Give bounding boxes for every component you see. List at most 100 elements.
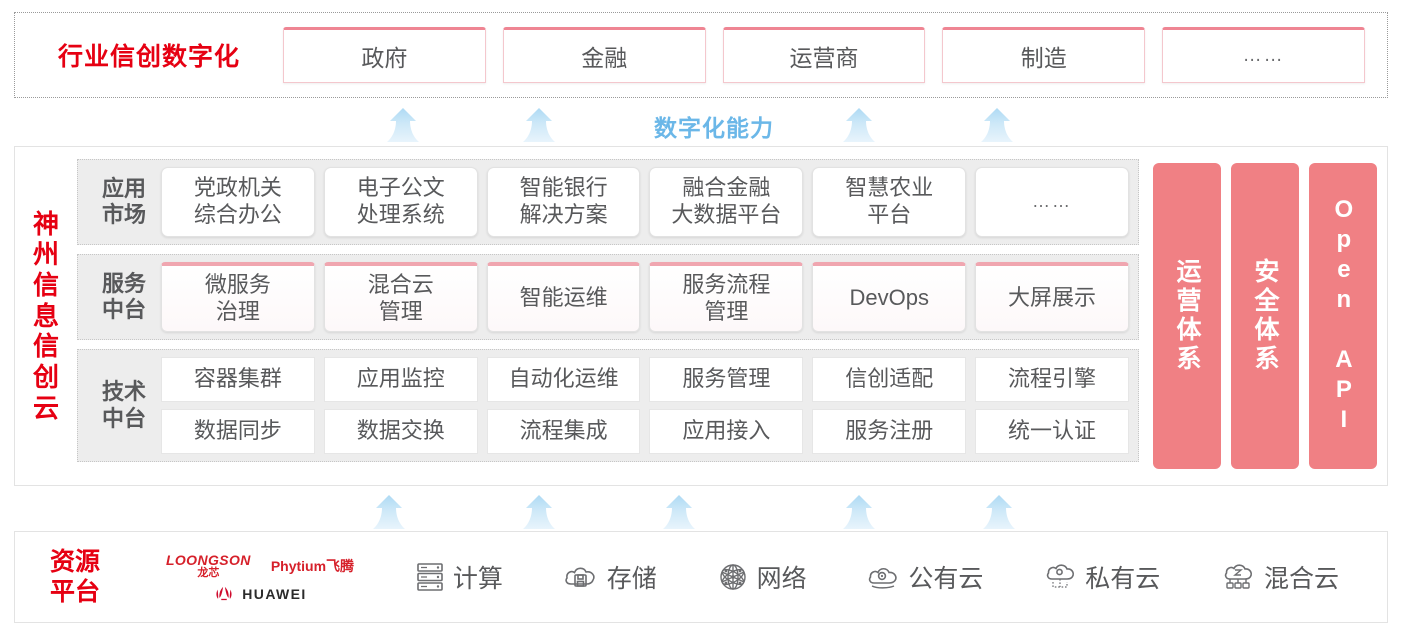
resource-item-label-2: 存储 xyxy=(606,565,657,593)
cloud-cell-1-4[interactable]: 融合金融大数据平台 xyxy=(649,167,804,237)
private-cloud-icon xyxy=(1043,562,1077,592)
resource-item-4[interactable]: 公有云 xyxy=(866,559,983,595)
cloud-cell-2-6[interactable]: 大屏展示 xyxy=(975,262,1129,332)
resource-band-title: 资源平台 xyxy=(49,548,100,606)
uplink-arrow-4 xyxy=(980,107,1014,143)
cloud-layer-cells-1: 党政机关综合办公电子公文处理系统智能银行解决方案融合金融大数据平台智慧农业平台…… xyxy=(161,167,1129,237)
resource-item-6[interactable]: 混合云 xyxy=(1220,559,1339,595)
resource-uplink-strip xyxy=(14,490,1388,530)
cloud-cell-3-2-6[interactable]: 统一认证 xyxy=(975,409,1129,454)
industry-box-list: 政府金融运营商制造 …… xyxy=(283,27,1387,83)
cloud-cell-3-1-6[interactable]: 流程引擎 xyxy=(975,357,1129,402)
uplink-arrow-4 xyxy=(842,494,876,530)
uplink-arrow-3 xyxy=(842,107,876,143)
digital-capability-label: 数字化能力 xyxy=(654,115,774,141)
cloud-cell-row-2: 数据同步数据交换流程集成应用接入服务注册统一认证 xyxy=(161,409,1129,454)
industry-band: 行业信创数字化 政府金融运营商制造 …… xyxy=(14,12,1388,98)
uplink-arrow-2 xyxy=(522,494,556,530)
side-bar-3[interactable]: Open API xyxy=(1309,163,1377,469)
server-icon xyxy=(415,561,445,593)
cloud-title-char-6: 创 xyxy=(32,362,59,392)
industry-band-title: 行业信创数字化 xyxy=(57,43,240,71)
industry-box-4[interactable]: 制造 xyxy=(942,27,1146,83)
cloud-platform-title: 神州信息信创云 xyxy=(15,147,77,485)
cloud-layer-3: 技术中台容器集群应用监控自动化运维服务管理信创适配流程引擎数据同步数据交换流程集… xyxy=(77,349,1139,462)
cloud-cell-2-1[interactable]: 微服务治理 xyxy=(161,262,315,332)
cloud-cell-3-2-4[interactable]: 应用接入 xyxy=(649,409,804,454)
cloud-layer-label-3: 技术中台 xyxy=(101,379,146,431)
cloud-cell-3-1-2[interactable]: 应用监控 xyxy=(323,357,478,402)
cloud-title-char-7: 云 xyxy=(32,392,59,423)
resource-item-2[interactable]: 存储 xyxy=(563,559,657,595)
storage-cloud-icon xyxy=(563,562,599,592)
resource-item-1[interactable]: 计算 xyxy=(415,559,503,595)
industry-box-1[interactable]: 政府 xyxy=(283,27,486,83)
cloud-cell-1-1[interactable]: 党政机关综合办公 xyxy=(161,167,315,237)
cloud-cell-3-2-3[interactable]: 流程集成 xyxy=(486,409,641,454)
cloud-cell-2-3[interactable]: 智能运维 xyxy=(486,262,641,332)
resource-item-label-1: 计算 xyxy=(452,565,503,593)
cloud-title-char-5: 信 xyxy=(32,331,59,362)
resource-item-label-4: 公有云 xyxy=(908,565,984,593)
cloud-layer-list: 应用市场党政机关综合办公电子公文处理系统智能银行解决方案融合金融大数据平台智慧农… xyxy=(77,159,1139,473)
cloud-title-char-2: 州 xyxy=(32,239,59,270)
cloud-cell-1-3[interactable]: 智能银行解决方案 xyxy=(486,167,641,237)
cloud-cell-1-6[interactable]: …… xyxy=(975,167,1129,237)
digital-capability-strip: 数字化能力 xyxy=(14,103,1388,143)
cloud-layer-label-1: 应用市场 xyxy=(101,175,146,227)
logo-phytium: Phytium飞腾 xyxy=(270,557,355,574)
cloud-cell-3-2-5[interactable]: 服务注册 xyxy=(812,409,967,454)
cloud-cell-1-5[interactable]: 智慧农业平台 xyxy=(812,167,967,237)
cloud-cell-3-1-4[interactable]: 服务管理 xyxy=(649,357,804,402)
cloud-cell-2-4[interactable]: 服务流程管理 xyxy=(649,262,804,332)
cloud-cell-2-2[interactable]: 混合云管理 xyxy=(323,262,478,332)
cloud-cell-1-2[interactable]: 电子公文处理系统 xyxy=(323,167,478,237)
network-mesh-icon xyxy=(717,561,749,593)
uplink-arrow-3 xyxy=(662,494,696,530)
cloud-title-char-3: 信 xyxy=(32,269,59,300)
cloud-cell-3-2-2[interactable]: 数据交换 xyxy=(323,409,478,454)
public-cloud-icon xyxy=(866,563,900,591)
cloud-cell-3-1-1[interactable]: 容器集群 xyxy=(161,357,315,402)
industry-box-5[interactable]: …… xyxy=(1162,27,1365,83)
resource-item-list: 计算 存储 网络 公有云 私有云 混合云 xyxy=(385,559,1387,595)
side-bar-label-3: Open API xyxy=(1330,196,1358,436)
cloud-cell-3-1-5[interactable]: 信创适配 xyxy=(812,357,967,402)
resource-item-label-5: 私有云 xyxy=(1085,565,1161,593)
logo-loongson-en: LOONGSON xyxy=(165,551,251,568)
side-bar-label-2: 安全体系 xyxy=(1251,258,1279,374)
huawei-flower-icon xyxy=(213,586,235,602)
side-bar-list: 运营体系 安全体系 Open API xyxy=(1149,159,1377,473)
cloud-title-char-1: 神 xyxy=(32,208,59,239)
resource-item-label-3: 网络 xyxy=(756,565,807,593)
cloud-platform-container: 神州信息信创云 应用市场党政机关综合办公电子公文处理系统智能银行解决方案融合金融… xyxy=(14,146,1388,486)
cloud-cell-2-5[interactable]: DevOps xyxy=(812,262,967,332)
side-bar-label-1: 运营体系 xyxy=(1173,258,1201,374)
resource-item-3[interactable]: 网络 xyxy=(717,559,807,595)
industry-box-3[interactable]: 运营商 xyxy=(722,27,926,83)
side-bar-1[interactable]: 运营体系 xyxy=(1153,163,1221,469)
cloud-title-char-4: 息 xyxy=(32,300,59,331)
resource-item-label-6: 混合云 xyxy=(1264,565,1340,593)
industry-box-2[interactable]: 金融 xyxy=(502,27,706,83)
uplink-arrow-2 xyxy=(522,107,556,143)
hybrid-cloud-icon xyxy=(1220,562,1256,592)
uplink-arrow-1 xyxy=(372,494,406,530)
logo-loongson-cn: 龙芯 xyxy=(197,566,220,579)
cloud-layer-rows-3: 容器集群应用监控自动化运维服务管理信创适配流程引擎数据同步数据交换流程集成应用接… xyxy=(161,357,1129,454)
cloud-layer-1: 应用市场党政机关综合办公电子公文处理系统智能银行解决方案融合金融大数据平台智慧农… xyxy=(77,159,1139,245)
uplink-arrow-5 xyxy=(982,494,1016,530)
logo-huawei-text: HUAWEI xyxy=(242,585,307,602)
cloud-cell-3-2-1[interactable]: 数据同步 xyxy=(161,409,315,454)
uplink-arrow-1 xyxy=(386,107,420,143)
resource-item-5[interactable]: 私有云 xyxy=(1043,559,1160,595)
cloud-layer-label-2: 服务中台 xyxy=(101,270,146,322)
side-bar-2[interactable]: 安全体系 xyxy=(1231,163,1299,469)
cloud-cell-3-1-3[interactable]: 自动化运维 xyxy=(486,357,641,402)
